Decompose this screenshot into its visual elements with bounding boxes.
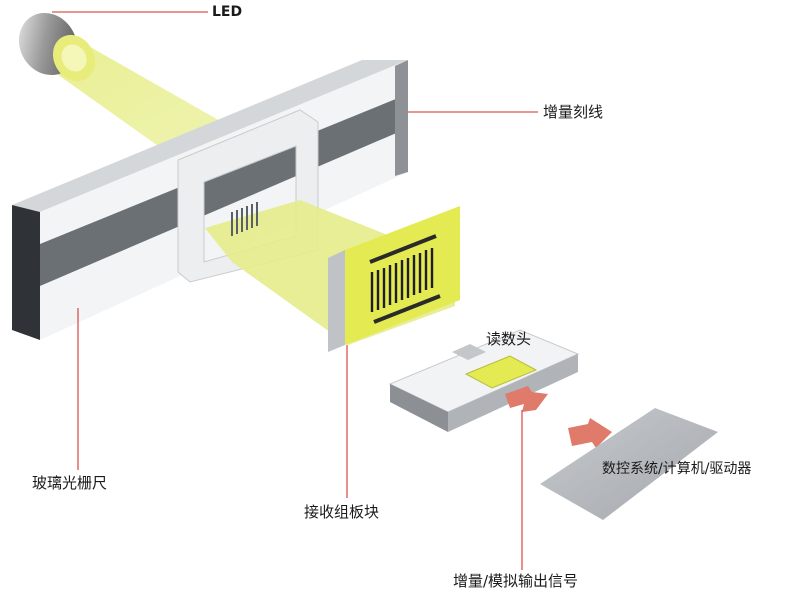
glass-scale-right-end — [395, 60, 408, 176]
leader-lines — [52, 11, 538, 570]
receiver-sensor-array — [370, 248, 434, 312]
read-head-board-edge — [390, 384, 448, 432]
glass-scale-label: 玻璃光栅尺 — [32, 474, 108, 492]
input-arrow — [568, 418, 612, 448]
output-signal-label: 增量/模拟输出信号 — [453, 572, 579, 590]
read-head-chip — [464, 355, 538, 389]
led-source — [18, 12, 96, 82]
led-label: LED — [212, 4, 243, 20]
receiver-block-side — [328, 250, 345, 352]
receiver-block-label: 接收组板块 — [304, 503, 380, 521]
receiver-strip-bottom — [373, 294, 441, 324]
glass-scale-top — [12, 60, 408, 212]
glass-scale-end — [12, 205, 40, 340]
cnc-system-label: 数控系统/计算机/驱动器 — [602, 461, 752, 477]
receiver-strip-top — [369, 234, 437, 264]
output-arrow — [505, 386, 548, 412]
read-head-label: 读数头 — [486, 330, 532, 348]
index-grating — [231, 202, 258, 236]
cnc-system-panel — [540, 408, 718, 520]
read-head-chip-small — [452, 344, 486, 360]
increment-lines-label: 增量刻线 — [543, 103, 604, 121]
